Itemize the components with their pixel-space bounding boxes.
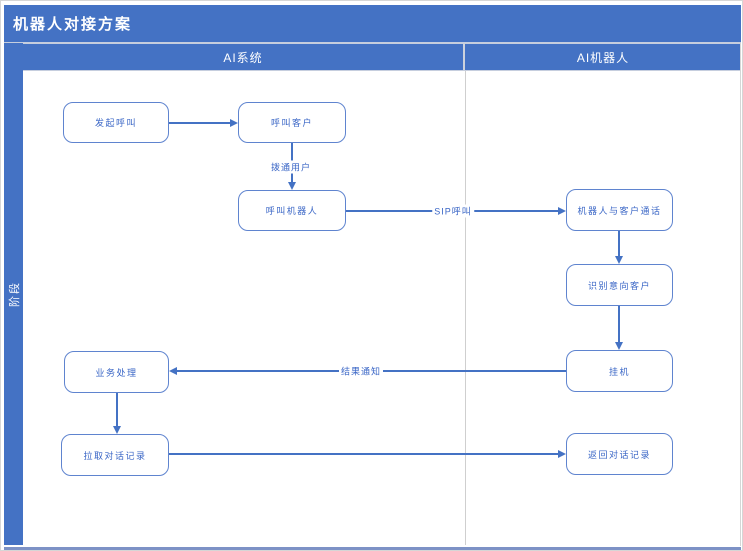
- node-call-customer[interactable]: 呼叫客户: [238, 102, 346, 143]
- node-return-dialog-records[interactable]: 返回对话记录: [566, 433, 673, 475]
- edge-intent-to-hangup: [618, 306, 620, 342]
- arrowhead-down-icon: [615, 256, 623, 264]
- edge-talk-to-intent: [618, 231, 620, 256]
- arrowhead-down-icon: [288, 182, 296, 190]
- arrowhead-left-icon: [169, 367, 177, 375]
- node-initiate-call[interactable]: 发起呼叫: [63, 102, 169, 143]
- edge-label-result-notice: 结果通知: [338, 364, 384, 378]
- diagram-title: 机器人对接方案: [13, 16, 133, 33]
- edge-label-sip-call: SIP呼叫: [432, 204, 474, 218]
- phase-label: 阶段: [8, 281, 21, 307]
- node-hang-up[interactable]: 挂机: [566, 350, 673, 392]
- arrowhead-right-icon: [230, 119, 238, 127]
- diagram-title-bar: 机器人对接方案: [4, 5, 741, 43]
- node-identify-intent-customer[interactable]: 识别意向客户: [566, 264, 673, 306]
- lane-header-ai-robot: AI机器人: [465, 43, 741, 71]
- frame-bottom-bar: [4, 547, 741, 550]
- node-call-robot[interactable]: 呼叫机器人: [238, 190, 346, 231]
- edge-pull-to-return: [169, 453, 558, 455]
- edge-initiate-to-callcustomer: [169, 122, 230, 124]
- arrowhead-down-icon: [113, 426, 121, 434]
- phase-bar: 阶段: [4, 43, 23, 545]
- lane-header-ai-system: AI系统: [23, 43, 465, 71]
- node-business-processing[interactable]: 业务处理: [64, 351, 169, 393]
- lane-divider: [465, 71, 466, 545]
- arrowhead-down-icon: [615, 342, 623, 350]
- node-pull-dialog-records[interactable]: 拉取对话记录: [61, 434, 169, 476]
- arrowhead-right-icon: [558, 450, 566, 458]
- node-robot-customer-talk[interactable]: 机器人与客户通话: [566, 189, 673, 231]
- frame-right-border: [740, 43, 741, 546]
- arrowhead-right-icon: [558, 207, 566, 215]
- edge-business-to-pull: [116, 393, 118, 426]
- edge-label-dial-through: 拨通用户: [268, 160, 314, 174]
